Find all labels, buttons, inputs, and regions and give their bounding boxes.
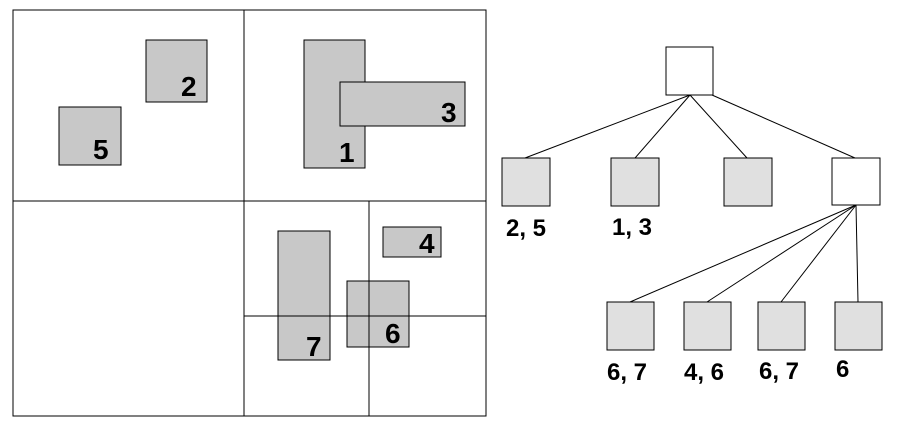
tree-edge bbox=[689, 94, 748, 159]
tree-edge bbox=[855, 204, 859, 303]
tree-node-l1-3 bbox=[723, 157, 773, 207]
rect-label-2: 2 bbox=[181, 71, 197, 102]
tree-node-l2-3 bbox=[757, 301, 806, 351]
rect-label-5: 5 bbox=[93, 134, 109, 165]
tree-edge bbox=[634, 94, 691, 159]
tree-node-l1-2 bbox=[610, 157, 660, 207]
spatial-partition: 2 5 1 3 4 7 6 bbox=[12, 9, 487, 417]
tree-node-l2-4 bbox=[834, 301, 883, 351]
tree-node-label: 6, 7 bbox=[607, 359, 647, 386]
tree-node-l2-1 bbox=[606, 301, 655, 351]
rect-label-3: 3 bbox=[441, 97, 457, 128]
tree: 2, 5 1, 3 6, 7 4, 6 6, 7 6 bbox=[501, 46, 883, 386]
tree-node-label: 6 bbox=[836, 356, 849, 383]
tree-edge bbox=[711, 94, 856, 159]
rect-label-4: 4 bbox=[419, 228, 435, 259]
tree-edge bbox=[629, 204, 857, 303]
rect-label-7: 7 bbox=[306, 331, 322, 362]
rect-5 bbox=[58, 106, 122, 166]
rect-2 bbox=[145, 39, 208, 103]
tree-edge bbox=[706, 204, 857, 303]
rect-6 bbox=[346, 280, 410, 348]
rect-label-1: 1 bbox=[339, 137, 355, 168]
tree-root-node bbox=[665, 46, 714, 96]
rect-4 bbox=[382, 226, 442, 258]
tree-node-label: 2, 5 bbox=[506, 215, 546, 242]
tree-node-label: 4, 6 bbox=[684, 359, 724, 386]
outer-boundary bbox=[12, 9, 487, 417]
tree-edge bbox=[524, 94, 691, 159]
tree-node-l1-4 bbox=[831, 157, 881, 206]
tree-node-l2-2 bbox=[683, 301, 732, 351]
rect-3 bbox=[339, 81, 466, 127]
rect-7 bbox=[277, 230, 331, 361]
tree-node-label: 1, 3 bbox=[612, 214, 652, 241]
tree-edge bbox=[780, 204, 857, 303]
tree-node-label: 6, 7 bbox=[759, 358, 799, 385]
rect-label-6: 6 bbox=[385, 318, 401, 349]
tree-node-l1-1 bbox=[501, 157, 551, 207]
